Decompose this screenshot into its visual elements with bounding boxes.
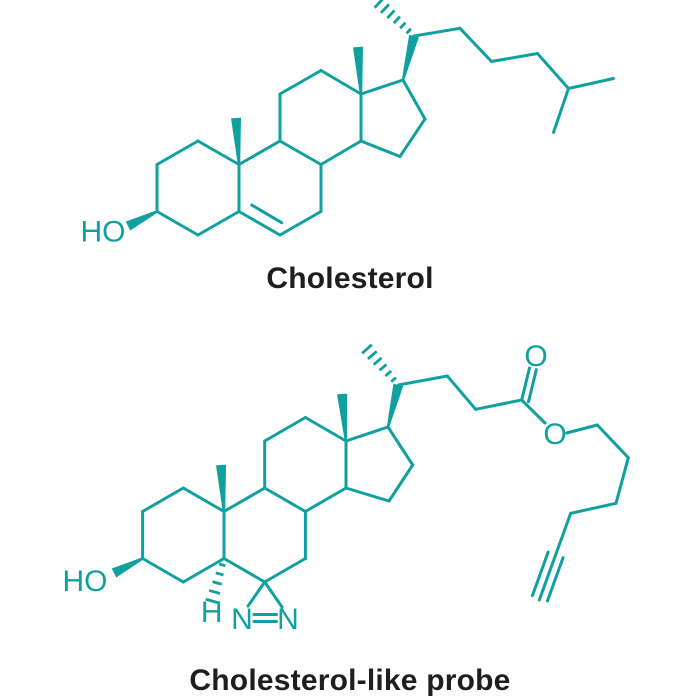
bond-line [398,117,427,158]
bond-line [319,139,363,166]
bond-line [344,425,390,443]
stereo-hash-tick [366,350,378,361]
stereo-hash-tick [372,356,383,366]
stereo-hash-tick [205,597,219,605]
bond-line [595,423,630,460]
bond-line [386,425,415,467]
stereo-hash-tick [399,21,407,30]
bond-line [474,398,524,411]
bond-line [445,374,478,411]
bond-line [520,398,547,425]
bond-line [359,78,405,96]
bond-line [458,26,493,63]
bond-line [387,463,415,503]
bond-line [614,456,630,505]
bond-line [196,139,241,166]
bond-line [141,557,185,584]
bond-line [552,87,570,134]
stereo-wedge-bond [111,557,144,578]
bond-line [263,486,307,513]
stereo-hash-tick [405,27,412,35]
stereo-hash-tick [378,363,388,372]
bond-line [520,366,531,402]
bond-line [527,368,538,404]
stereo-hash-tick [373,0,384,9]
bond-line [141,486,185,513]
atom-label: N [231,603,253,636]
bond-line [359,139,402,158]
bond-line [181,557,226,584]
bond-line [237,139,282,166]
bond-line [237,210,282,237]
stereo-wedge-bond [216,464,226,512]
bond-line [565,423,599,435]
atom-label: N [277,603,299,636]
stereo-hash-tick [390,376,397,383]
probe-caption: Cholesterol-like probe [189,664,511,697]
stereo-wedge-bond [353,46,363,95]
bond-line [344,486,391,503]
atom-label: O [543,418,566,451]
atom-label: H [201,596,223,629]
bond-line [278,69,323,96]
stereo-hash-tick [361,343,373,355]
bond-line [181,486,226,513]
stereo-hash-tick [212,580,223,586]
bond-line [567,77,615,90]
cholesterol-caption: Cholesterol [266,262,434,295]
stereo-wedge-bond [401,34,419,81]
bond-line [530,550,550,598]
stereo-wedge-bond [337,393,348,442]
bond-line [490,52,539,63]
atom-label: HO [63,565,108,598]
bond-line [545,556,565,603]
bond-line [278,139,323,166]
bond-line [319,69,363,96]
bond-line [401,78,427,121]
bond-line [303,486,348,513]
bond-line [263,557,307,584]
bond-line [263,580,284,609]
atom-label: O [524,340,547,373]
bond-line [196,210,241,237]
bond-line [155,139,200,166]
stereo-hash-tick [392,15,401,25]
bond-line [303,416,348,443]
bond-line [537,511,573,602]
bond-line [222,557,267,584]
stereo-wedge-bond [125,210,158,231]
stereo-hash-tick [218,562,226,568]
bond-line [569,501,618,515]
bond-line [155,210,200,237]
bond-line [250,203,284,225]
bond-line [396,374,449,387]
bond-line [536,52,570,90]
stereo-hash-tick [384,369,393,378]
bond-line [278,210,323,237]
cholesterol-structure: HO [81,0,615,249]
bond-line [222,486,267,513]
stereo-hash-tick [386,9,396,19]
bond-line [263,416,307,443]
stereo-wedge-bond [386,383,404,428]
stereo-wedge-bond [231,117,241,165]
atom-label: HO [81,216,126,249]
stereo-hash-tick [208,589,221,595]
bond-line [246,580,267,608]
bond-line [412,26,462,38]
stereo-hash-tick [215,571,224,577]
stereo-hash-tick [379,3,390,14]
